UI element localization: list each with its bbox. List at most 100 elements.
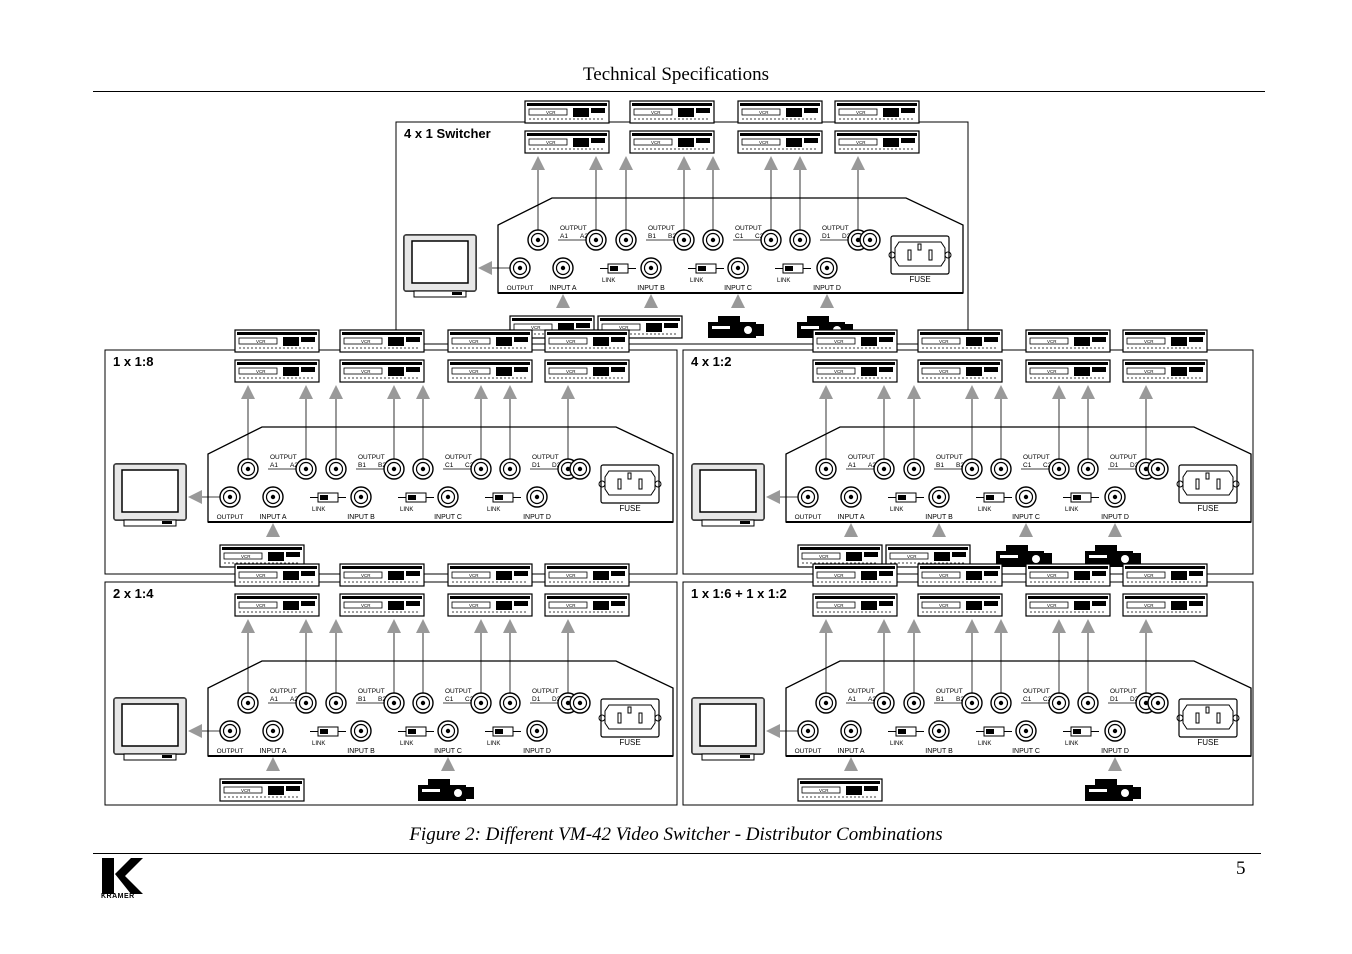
svg-text:VCR: VCR <box>856 110 866 115</box>
fuse-label: FUSE <box>909 275 930 284</box>
fuse-label: FUSE <box>619 504 640 513</box>
input-label: INPUT B <box>637 285 665 292</box>
output-label: OUTPUT <box>1023 688 1050 695</box>
svg-text:VCR: VCR <box>469 369 479 374</box>
arrow-icon <box>329 385 343 399</box>
vcr-icon: VCR <box>219 544 305 568</box>
svg-text:VCR: VCR <box>856 140 866 145</box>
output-label: OUTPUT <box>735 225 762 232</box>
arrow-icon <box>965 619 979 633</box>
arrow-icon <box>299 619 313 633</box>
arrow-icon <box>441 757 455 771</box>
input-label: INPUT A <box>549 285 576 292</box>
arrow-icon <box>819 619 833 633</box>
arrow-icon <box>1108 523 1122 537</box>
link-label: LINK <box>978 741 991 747</box>
input-label: INPUT A <box>837 748 864 755</box>
vcr-icon: VCR <box>234 563 320 587</box>
channel-label: A1 <box>270 696 278 703</box>
vcr-icon: VCR <box>234 359 320 383</box>
svg-text:VCR: VCR <box>256 369 266 374</box>
link-label: LINK <box>400 507 413 513</box>
svg-text:VCR: VCR <box>834 573 844 578</box>
channel-label: B1 <box>358 462 366 469</box>
input-label: INPUT D <box>813 285 841 292</box>
input-label: INPUT C <box>434 514 462 521</box>
svg-text:VCR: VCR <box>1047 369 1057 374</box>
svg-text:VCR: VCR <box>834 603 844 608</box>
vcr-icon: VCR <box>524 130 610 154</box>
arrow-icon <box>1081 385 1095 399</box>
vcr-icon: VCR <box>339 359 425 383</box>
monitor-icon <box>113 697 187 761</box>
arrow-icon <box>1139 385 1153 399</box>
svg-text:VCR: VCR <box>759 110 769 115</box>
vcr-icon: VCR <box>885 544 971 568</box>
arrow-icon <box>241 385 255 399</box>
channel-label: D1 <box>822 233 831 240</box>
input-label: INPUT C <box>724 285 752 292</box>
channel-label: C1 <box>445 696 454 703</box>
output-label: OUTPUT <box>1023 454 1050 461</box>
figure-caption: Figure 2: Different VM-42 Video Switcher… <box>409 824 943 845</box>
channel-label: B1 <box>936 696 944 703</box>
vcr-icon: VCR <box>544 329 630 353</box>
header-rule <box>93 91 1265 92</box>
channel-label: D2 <box>552 696 561 703</box>
channel-label: B2 <box>956 696 964 703</box>
arrow-icon <box>266 523 280 537</box>
vcr-icon: VCR <box>544 359 630 383</box>
arrow-icon <box>907 385 921 399</box>
svg-text:VCR: VCR <box>651 140 661 145</box>
camera-icon <box>1085 545 1141 567</box>
vcr-icon: VCR <box>917 359 1003 383</box>
svg-text:VCR: VCR <box>241 554 251 559</box>
svg-text:VCR: VCR <box>759 140 769 145</box>
monitor-icon <box>403 234 477 298</box>
output-label: OUTPUT <box>507 285 534 292</box>
channel-label: C2 <box>1043 462 1052 469</box>
output-label: OUTPUT <box>217 514 244 521</box>
input-label: INPUT D <box>523 748 551 755</box>
vcr-icon: VCR <box>1025 329 1111 353</box>
arrow-icon <box>844 523 858 537</box>
arrow-icon <box>478 261 492 275</box>
channel-label: C1 <box>1023 696 1032 703</box>
arrow-icon <box>644 294 658 308</box>
vcr-icon: VCR <box>834 100 920 124</box>
svg-text:VCR: VCR <box>819 554 829 559</box>
page-number: 5 <box>1236 858 1246 879</box>
arrow-icon <box>793 156 807 170</box>
vcr-icon: VCR <box>1025 359 1111 383</box>
channel-label: B2 <box>668 233 676 240</box>
svg-text:VCR: VCR <box>256 339 266 344</box>
svg-text:VCR: VCR <box>241 788 251 793</box>
vcr-icon: VCR <box>797 544 883 568</box>
vcr-icon: VCR <box>1122 329 1208 353</box>
arrow-icon <box>387 619 401 633</box>
link-label: LINK <box>1065 507 1078 513</box>
vcr-icon: VCR <box>447 563 533 587</box>
svg-text:VCR: VCR <box>1144 339 1154 344</box>
arrow-icon <box>994 385 1008 399</box>
arrow-icon <box>299 385 313 399</box>
output-label: OUTPUT <box>270 688 297 695</box>
arrow-icon <box>1108 757 1122 771</box>
channel-label: A1 <box>848 696 856 703</box>
input-label: INPUT A <box>259 748 286 755</box>
output-label: OUTPUT <box>532 688 559 695</box>
svg-text:VCR: VCR <box>566 339 576 344</box>
svg-text:VCR: VCR <box>1047 603 1057 608</box>
svg-text:VCR: VCR <box>469 339 479 344</box>
svg-text:VCR: VCR <box>361 603 371 608</box>
input-label: INPUT A <box>259 514 286 521</box>
svg-text:VCR: VCR <box>566 603 576 608</box>
arrow-icon <box>561 619 575 633</box>
arrow-icon <box>766 724 780 738</box>
svg-text:VCR: VCR <box>469 573 479 578</box>
